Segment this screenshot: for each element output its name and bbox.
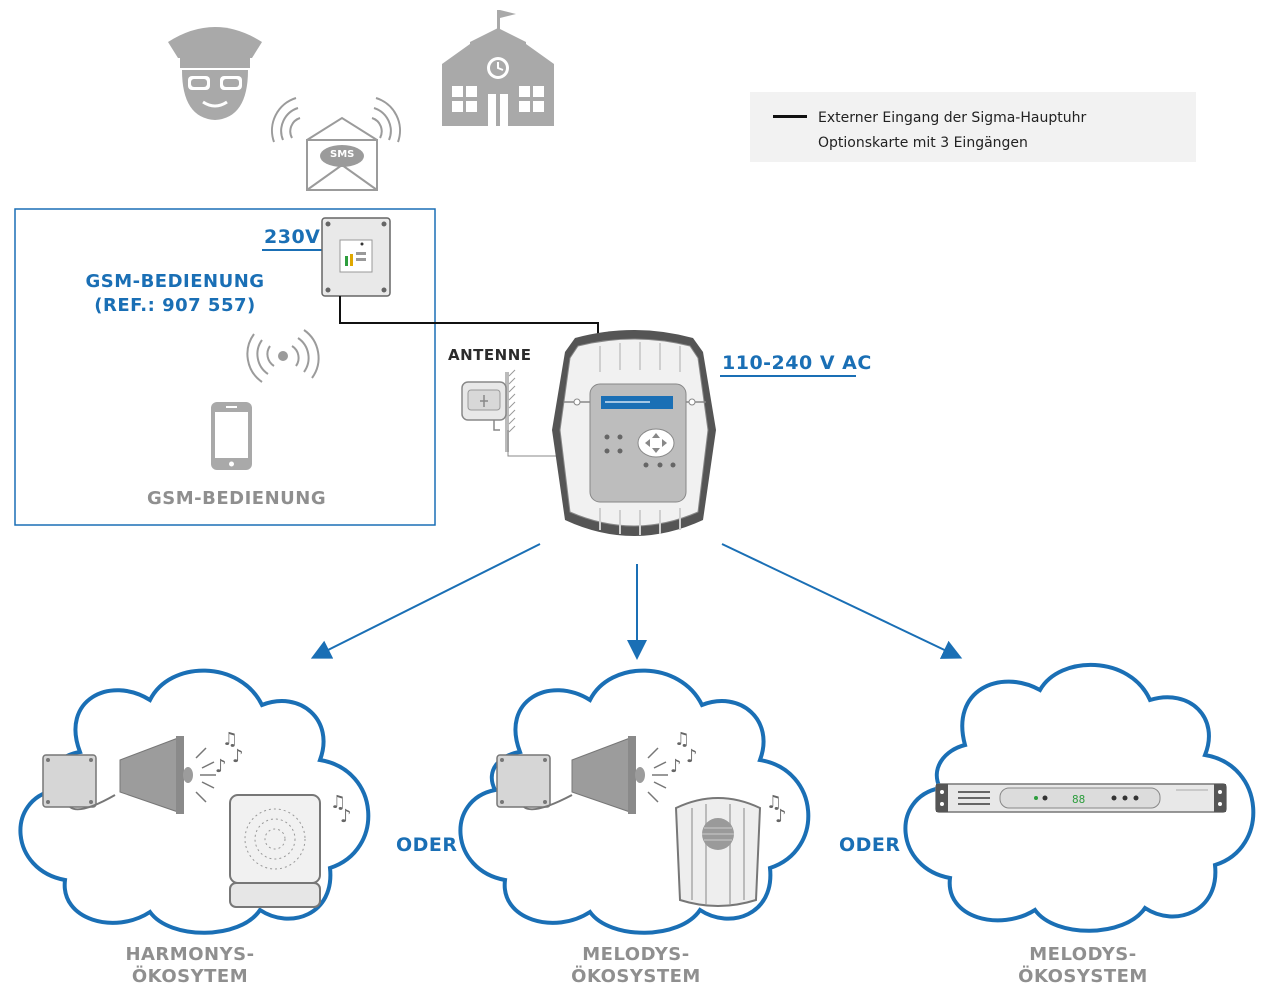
rack-display: 88 [1072,793,1085,806]
svg-text:♪: ♪ [670,756,682,777]
column-speaker-icon [674,797,762,907]
ecosystem-harmonys-line2: ÖKOSYTEM [131,966,249,987]
oder-label-1: ODER [396,834,458,856]
ecosystem-label-melodys-2: MELODYS- ÖKOSYSTEM [1003,944,1163,988]
smartphone-icon [211,402,252,470]
svg-text:♪: ♪ [775,806,787,827]
phone-label: GSM-BEDIENUNG [147,488,327,509]
svg-text:♫: ♫ [222,729,238,750]
legend-line2: Optionskarte mit 3 Eingängen [818,135,1028,151]
antenna-cable [507,430,562,457]
svg-text:♫: ♫ [766,792,782,813]
antenna-label: ANTENNE [448,346,532,364]
arrow-to-melodys-2 [721,543,963,659]
rack-amplifier-icon: 88 [935,783,1227,813]
svg-text:♫: ♫ [330,792,346,813]
connection-cable [339,296,599,336]
gsm-control-device [321,217,391,297]
svg-text:♪: ♪ [686,746,698,767]
horn-speaker-icon [119,736,216,814]
arrow-to-harmonys [310,543,541,659]
signal-waves-icon [271,97,401,143]
gsm-title: GSM-BEDIENUNG (REF.: 907 557) [70,270,280,318]
gsm-title-line2: (REF.: 907 557) [94,295,256,316]
gsm-panel-frame [14,208,436,526]
ac-voltage-label: 110-240 V AC [722,352,872,374]
sms-label: SMS [330,149,355,160]
ecosystem-melodys1-line2: ÖKOSYSTEM [571,966,701,987]
legend: Externer Eingang der Sigma-Hauptuhr Opti… [750,92,1196,162]
wall-speaker-icon [229,794,321,908]
svg-text:♫: ♫ [674,729,690,750]
ecosystem-melodys2-line1: MELODYS- [1029,944,1137,965]
svg-text:♪: ♪ [215,756,227,777]
police-officer-icon [168,27,262,120]
legend-line1: Externer Eingang der Sigma-Hauptuhr [818,110,1087,126]
music-notes-icon-2: ♫♪♪ ♫♪ [670,729,787,827]
svg-text:♪: ♪ [340,806,352,827]
horn-speaker-icon-2 [571,736,668,814]
ecosystem-label-harmonys: HARMONYS- ÖKOSYTEM [110,944,270,988]
music-notes-icon: ♫♪♪ ♫♪ [215,729,352,827]
school-building-icon [442,10,554,126]
gsm-title-line1: GSM-BEDIENUNG [85,271,265,292]
antenna-icon [461,369,516,452]
phone-signal-waves-icon [246,329,320,383]
ecosystem-harmonys-line1: HARMONYS- [125,944,255,965]
svg-text:♪: ♪ [232,746,244,767]
sms-envelope-icon [306,116,378,191]
junction-box-icon-2 [496,754,573,811]
junction-box-icon [42,754,116,811]
legend-line-swatch [773,115,807,118]
ecosystem-label-melodys-1: MELODYS- ÖKOSYSTEM [556,944,716,988]
master-clock-device [552,330,716,536]
ecosystem-melodys1-line1: MELODYS- [582,944,690,965]
legend-text: Externer Eingang der Sigma-Hauptuhr Opti… [818,106,1086,156]
oder-label-2: ODER [839,834,901,856]
ecosystem-melodys2-line2: ÖKOSYSTEM [1018,966,1148,987]
gsm-voltage-label: 230V [264,226,321,248]
